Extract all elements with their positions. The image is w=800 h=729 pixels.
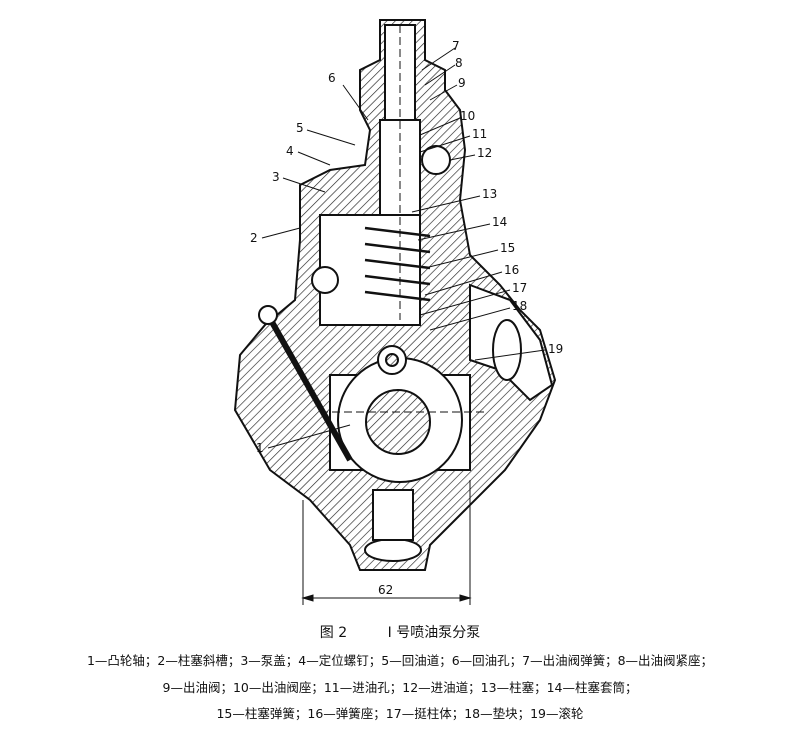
callout-3: 3 — [272, 170, 280, 184]
callout-8: 8 — [455, 56, 463, 70]
pump-cross-section-drawing: 7 8 9 10 11 12 13 14 15 16 17 18 19 6 5 … — [233, 19, 563, 605]
callout-7: 7 — [452, 39, 460, 53]
callout-2: 2 — [250, 231, 258, 245]
callout-4: 4 — [286, 144, 294, 158]
callout-labels: 7 8 9 10 11 12 13 14 15 16 17 18 19 6 5 … — [250, 39, 563, 455]
figure-title: I 号喷油泵分泵 — [387, 625, 481, 641]
figure-number: 图 2 — [319, 625, 348, 641]
legend-line-3: 15—柱塞弹簧；16—弹簧座；17—挺柱体；18—垫块；19—滚轮 — [216, 706, 584, 721]
callout-15: 15 — [500, 241, 515, 255]
callout-19: 19 — [548, 342, 563, 356]
pump-body — [233, 19, 557, 571]
callout-16: 16 — [504, 263, 519, 277]
dimension-line — [301, 480, 472, 605]
callout-11: 11 — [472, 127, 487, 141]
callout-leaders — [261, 47, 546, 449]
dimension-value: 62 — [378, 583, 393, 597]
callout-5: 5 — [296, 121, 304, 135]
figure-caption: 图 2 I 号喷油泵分泵 — [0, 622, 800, 642]
callout-1: 1 — [256, 441, 264, 455]
legend-line-1: 1—凸轮轴；2—柱塞斜槽；3—泵盖；4—定位螺钉；5—回油道；6—回油孔；7—出… — [86, 653, 714, 668]
legend-line-2: 9—出油阀；10—出油阀座；11—进油孔；12—进油道；13—柱塞；14—柱塞套… — [162, 680, 638, 695]
callout-17: 17 — [512, 281, 527, 295]
callout-18: 18 — [512, 299, 527, 313]
callout-9: 9 — [458, 76, 466, 90]
callout-12: 12 — [477, 146, 492, 160]
callout-14: 14 — [492, 215, 507, 229]
callout-10: 10 — [460, 109, 475, 123]
callout-6: 6 — [328, 71, 336, 85]
callout-13: 13 — [482, 187, 497, 201]
